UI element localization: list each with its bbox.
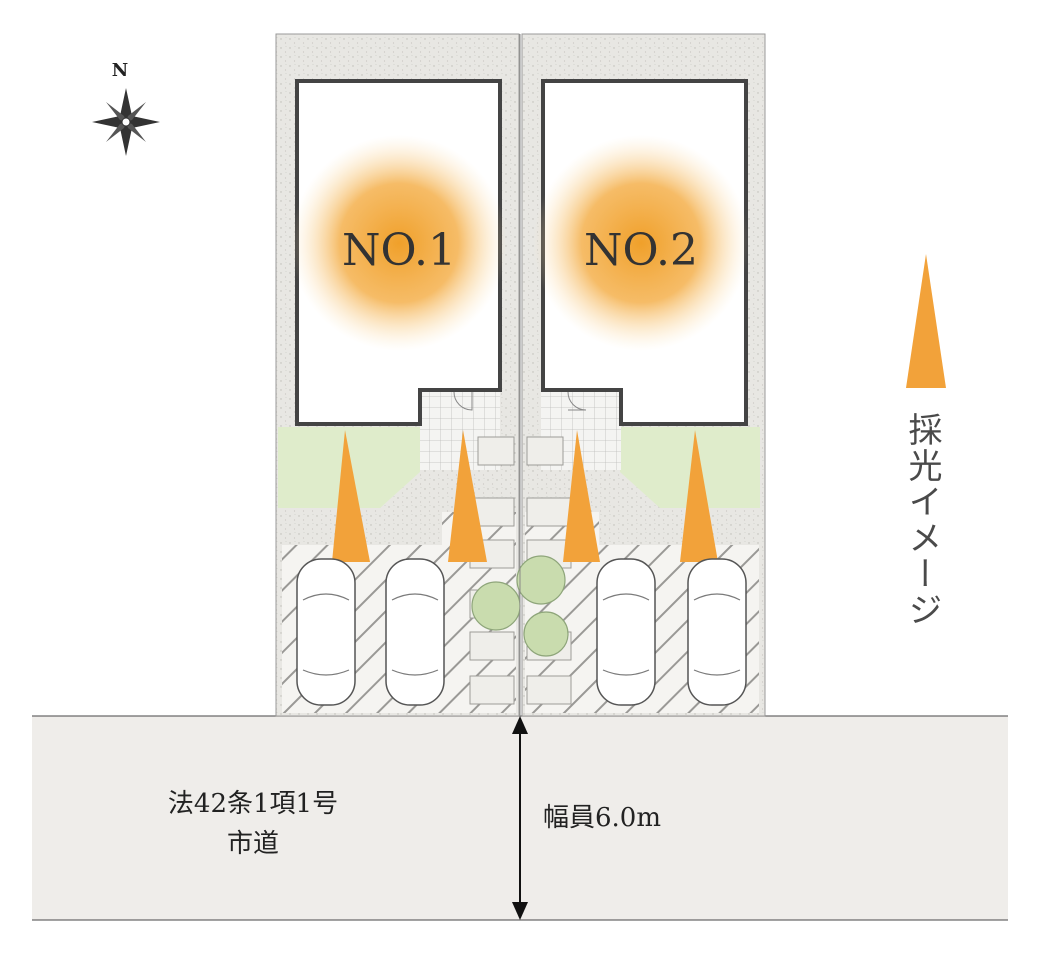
car-2 — [385, 558, 445, 706]
road-classification: 法42条1項1号 — [168, 789, 338, 819]
car-3 — [596, 558, 656, 706]
light-glow-1 — [291, 135, 507, 351]
car-4 — [687, 558, 747, 706]
cars — [296, 558, 747, 706]
compass-north-label: N — [112, 60, 128, 81]
light-legend-icon — [906, 254, 946, 388]
light-beams — [332, 430, 718, 562]
light-legend-label: 採光イメージ — [902, 412, 942, 628]
road-width-arrow — [512, 716, 528, 920]
road-type: 市道 — [227, 829, 279, 859]
lot-2-label: NO.2 — [584, 225, 698, 276]
light-glow-2 — [533, 135, 749, 351]
car-1 — [296, 558, 356, 706]
lot-1-label: NO.1 — [342, 225, 456, 276]
garden-area-2 — [620, 427, 760, 508]
compass-icon — [92, 88, 160, 156]
road-width-label: 幅員6.0m — [543, 803, 661, 833]
shrubs — [471, 555, 569, 657]
